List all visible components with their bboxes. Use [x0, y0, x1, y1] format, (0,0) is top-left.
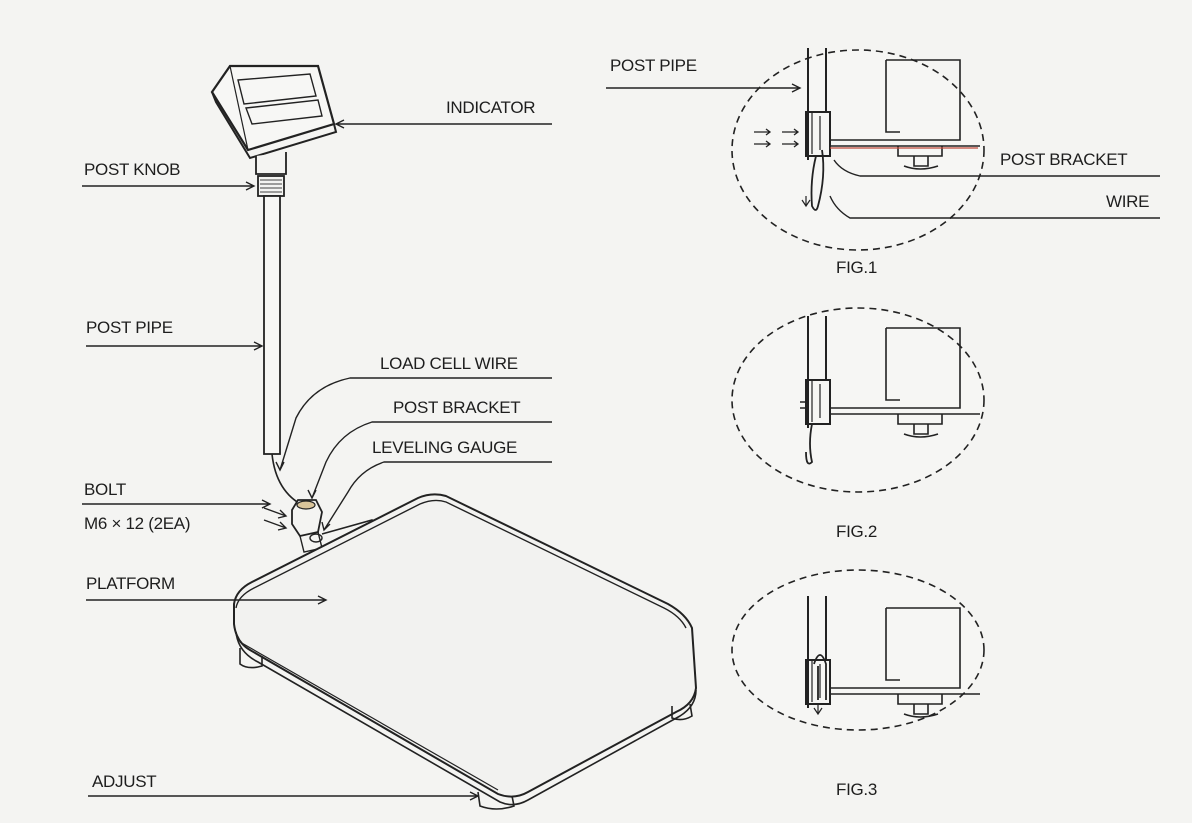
- label-post-pipe-main: POST PIPE: [86, 318, 173, 337]
- label-platform: PLATFORM: [86, 574, 175, 593]
- label-wire: WIRE: [1106, 192, 1150, 211]
- label-post-pipe-fig1: POST PIPE: [610, 56, 697, 75]
- label-post-bracket-fig1: POST BRACKET: [1000, 150, 1128, 169]
- label-post-knob: POST KNOB: [84, 160, 181, 179]
- fig3-detail: [731, 569, 985, 731]
- fig2-detail: [731, 307, 985, 493]
- label-adjust: ADJUST: [92, 772, 157, 791]
- label-bolt: BOLT: [84, 480, 126, 499]
- figure-caption-fig1: FIG.1: [836, 258, 878, 277]
- figure-caption-fig3: FIG.3: [836, 780, 878, 799]
- fig1-detail: [731, 47, 985, 251]
- figure-caption-fig2: FIG.2: [836, 522, 878, 541]
- label-load-cell-wire: LOAD CELL WIRE: [380, 354, 518, 373]
- label-post-bracket-main: POST BRACKET: [393, 398, 521, 417]
- label-leveling-gauge: LEVELING GAUGE: [372, 438, 518, 457]
- label-bolt-spec: M6 × 12 (2EA): [84, 514, 191, 533]
- label-indicator: INDICATOR: [446, 98, 536, 117]
